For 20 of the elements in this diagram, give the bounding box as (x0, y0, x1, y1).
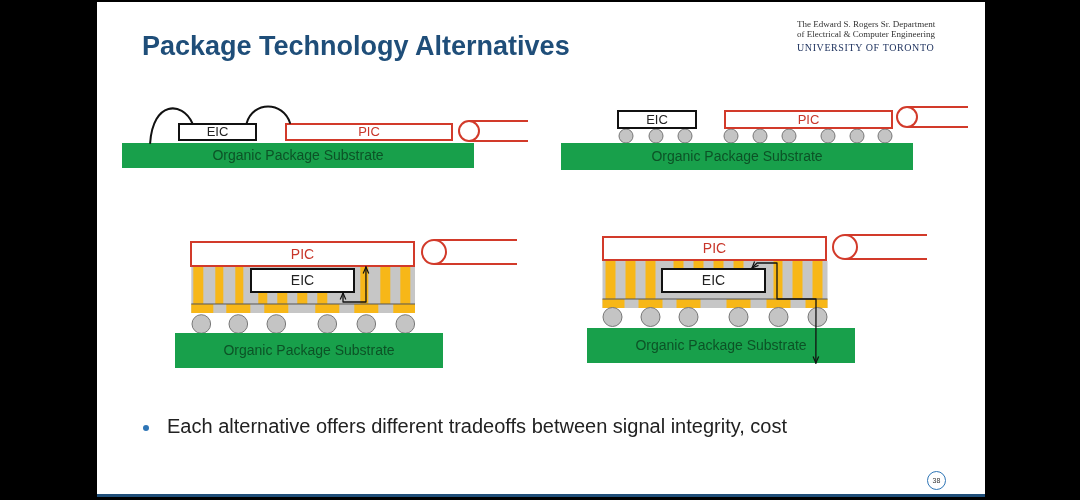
signal-path-arrow (751, 260, 820, 364)
bullet-text: Each alternative offers different tradeoffs between signal integrity, cost (167, 415, 787, 438)
eic-chip: EIC (178, 123, 257, 141)
slide-title: Package Technology Alternatives (142, 31, 570, 62)
package-substrate: Organic Package Substrate (587, 328, 855, 363)
eic-chip: EIC (250, 268, 355, 293)
pic-chip: PIC (285, 123, 453, 141)
wire-bond (149, 107, 194, 144)
eic-chip: EIC (617, 110, 697, 129)
signal-path-arrow (339, 266, 370, 303)
package-substrate: Organic Package Substrate (175, 333, 443, 368)
pic-chip: PIC (602, 236, 827, 261)
university-name: UNIVERSITY OF TORONTO (797, 42, 935, 53)
package-substrate: Organic Package Substrate (561, 143, 913, 170)
eic-chip: EIC (661, 268, 766, 293)
wire-bond (245, 105, 292, 124)
package-substrate: Organic Package Substrate (122, 143, 474, 168)
pic-chip: PIC (724, 110, 893, 129)
department-name: The Edward S. Rogers Sr. Department of Electrical & Computer Engineering (797, 19, 937, 39)
pic-chip: PIC (190, 241, 415, 267)
